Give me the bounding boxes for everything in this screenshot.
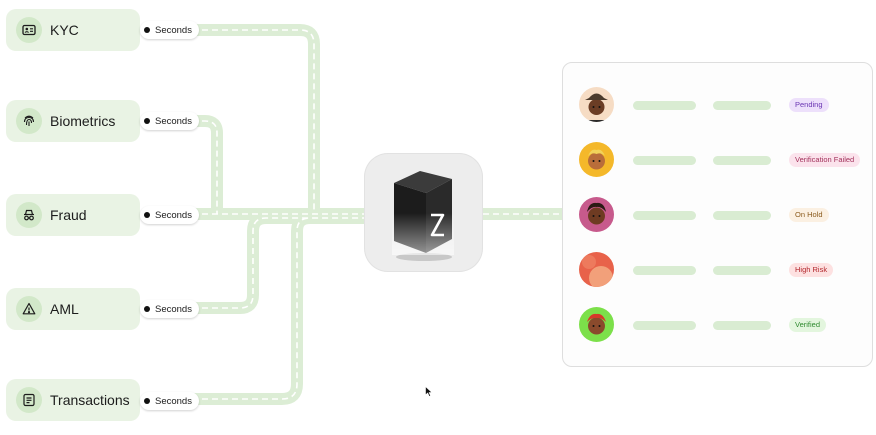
warning-icon [16,296,42,322]
placeholder-bar [713,266,771,275]
speed-tag: Seconds [140,206,199,224]
result-row[interactable]: High Risk [563,250,872,290]
placeholder-bar [713,101,771,110]
status-badge: Verification Failed [789,153,860,167]
fingerprint-icon [16,108,42,134]
speed-tag: Seconds [140,300,199,318]
speed-tag: Seconds [140,112,199,130]
avatar-pink-icon [579,197,614,232]
result-row[interactable]: Pending [563,85,872,125]
result-row[interactable]: On Hold [563,195,872,235]
result-row[interactable]: Verification Failed [563,140,872,180]
placeholder-bar [633,321,696,330]
speed-label: Seconds [155,116,192,127]
status-badge: High Risk [789,263,833,277]
dot-icon [144,306,150,312]
speed-label: Seconds [155,25,192,36]
placeholder-bar [713,156,771,165]
source-card-transactions[interactable]: Transactions [6,379,140,421]
placeholder-bar [633,211,696,220]
dot-icon [144,398,150,404]
id-card-icon [16,17,42,43]
source-label: Biometrics [50,113,115,129]
cube-logo-icon [364,153,483,272]
placeholder-bar [713,321,771,330]
status-badge: Verified [789,318,826,332]
speed-tag: Seconds [140,392,199,410]
status-badge: Pending [789,98,829,112]
mouse-cursor-icon [425,386,433,397]
processing-hub [364,153,483,272]
source-card-fraud[interactable]: Fraud [6,194,140,236]
source-card-kyc[interactable]: KYC [6,9,140,51]
source-label: Fraud [50,207,87,223]
placeholder-bar [633,156,696,165]
placeholder-bar [633,101,696,110]
source-label: AML [50,301,79,317]
dot-icon [144,118,150,124]
status-badge: On Hold [789,208,829,222]
speed-tag: Seconds [140,21,199,39]
result-row[interactable]: Verified [563,305,872,345]
source-card-aml[interactable]: AML [6,288,140,330]
receipt-icon [16,387,42,413]
spy-icon [16,202,42,228]
speed-label: Seconds [155,210,192,221]
avatar-yellow-icon [579,142,614,177]
speed-label: Seconds [155,304,192,315]
results-panel: Pending Verification Failed On Hold High… [562,62,873,367]
avatar-orange-icon [579,252,614,287]
avatar-hat-icon [579,87,614,122]
dot-icon [144,27,150,33]
source-label: KYC [50,22,79,38]
placeholder-bar [633,266,696,275]
dot-icon [144,212,150,218]
source-label: Transactions [50,392,130,408]
speed-label: Seconds [155,396,192,407]
source-card-biometrics[interactable]: Biometrics [6,100,140,142]
avatar-green-icon [579,307,614,342]
placeholder-bar [713,211,771,220]
